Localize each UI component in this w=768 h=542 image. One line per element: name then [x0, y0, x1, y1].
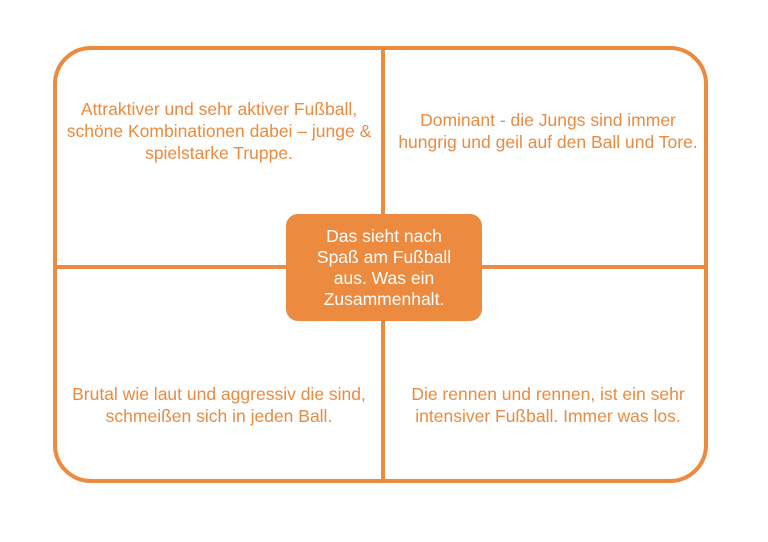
center-box: Das sieht nach Spaß am Fußball aus. Was …	[286, 214, 482, 321]
quadrant-top-right-text: Dominant - die Jungs sind immer hungrig …	[398, 110, 698, 152]
quadrant-frame	[53, 46, 708, 483]
center-box-text: Das sieht nach Spaß am Fußball aus. Was …	[316, 225, 452, 309]
quadrant-top-right: Dominant - die Jungs sind immer hungrig …	[392, 98, 704, 164]
quadrant-top-left-text: Attraktiver und sehr aktiver Fußball, sc…	[66, 99, 372, 163]
quadrant-bottom-left: Brutal wie laut und aggressiv die sind, …	[64, 382, 374, 428]
quadrant-bottom-left-text: Brutal wie laut und aggressiv die sind, …	[72, 384, 366, 426]
quadrant-bottom-right: Die rennen und rennen, ist ein sehr inte…	[392, 382, 704, 428]
quadrant-bottom-right-text: Die rennen und rennen, ist ein sehr inte…	[411, 384, 685, 426]
quadrant-top-left: Attraktiver und sehr aktiver Fußball, sc…	[64, 98, 374, 164]
